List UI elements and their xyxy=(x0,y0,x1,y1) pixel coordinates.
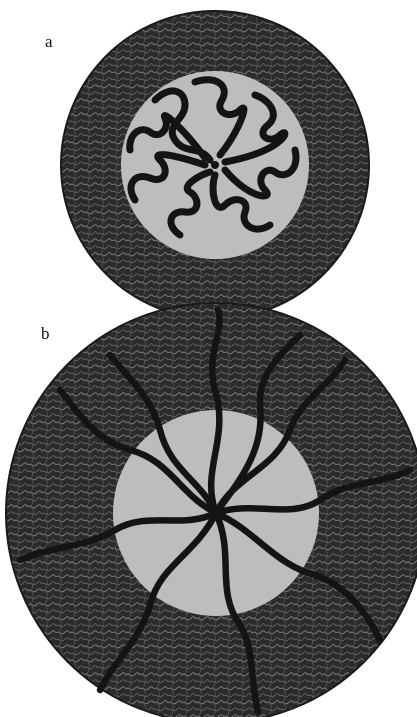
micelle-b-center xyxy=(211,508,221,518)
micelle-a xyxy=(61,11,369,319)
micelle-b xyxy=(6,303,417,717)
micelle-a-center xyxy=(211,161,219,169)
